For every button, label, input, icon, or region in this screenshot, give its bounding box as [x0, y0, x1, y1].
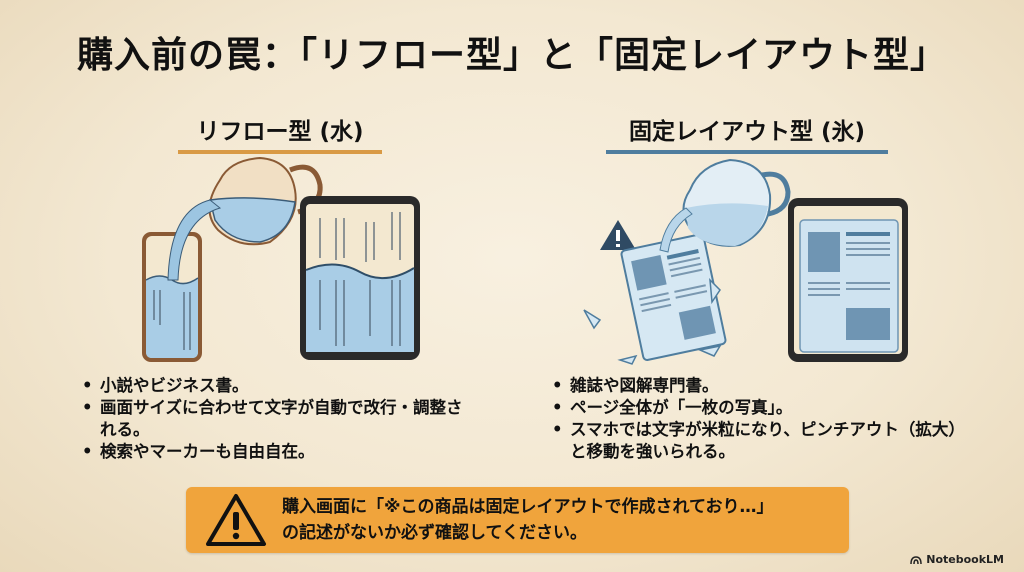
bullet-item: 画面サイズに合わせて文字が自動で改行・調整される。	[82, 397, 472, 441]
alert-triangle-icon	[600, 220, 636, 250]
tablet-icon	[300, 196, 420, 360]
ice-page-icon	[620, 233, 727, 361]
page-title: 購入前の罠：「リフロー型」と「固定レイアウト型」	[76, 34, 947, 76]
warning-line-2: の記述がないか必ず確認してください。	[282, 523, 587, 543]
bullet-item: スマホでは文字が米粒になり、ピンチアウト（拡大）と移動を強いられる。	[552, 419, 972, 463]
bullet-item: 小説やビジネス書。	[82, 375, 472, 397]
warning-triangle-icon	[206, 494, 266, 546]
reflow-bullet-list: 小説やビジネス書。 画面サイズに合わせて文字が自動で改行・調整される。 検索やマ…	[82, 375, 472, 463]
reflow-illustration	[142, 156, 420, 362]
fixed-layout-bullet-list: 雑誌や図解専門書。 ページ全体が「一枚の写真」。 スマホでは文字が米粒になり、ピ…	[552, 375, 972, 463]
bullet-item: 雑誌や図解専門書。	[552, 375, 972, 397]
phone-icon	[142, 232, 202, 362]
warning-banner: 購入画面に「※この商品は固定レイアウトで作成されており…」 の記述がないか必ず確…	[186, 487, 849, 553]
bullet-item: 検索やマーカーも自由自在。	[82, 441, 472, 463]
pitcher-icon	[659, 158, 791, 253]
fixed-layout-illustration	[583, 158, 908, 365]
notebooklm-icon	[910, 555, 922, 564]
logo-text: NotebookLM	[926, 553, 1004, 566]
reflow-heading: リフロー型 (水)	[178, 112, 382, 154]
tablet-icon	[788, 198, 908, 362]
warning-line-1: 購入画面に「※この商品は固定レイアウトで作成されており…」	[282, 497, 774, 517]
notebooklm-logo: NotebookLM	[910, 553, 1004, 566]
fixed-layout-heading: 固定レイアウト型 (氷)	[606, 112, 888, 154]
bullet-item: ページ全体が「一枚の写真」。	[552, 397, 972, 419]
